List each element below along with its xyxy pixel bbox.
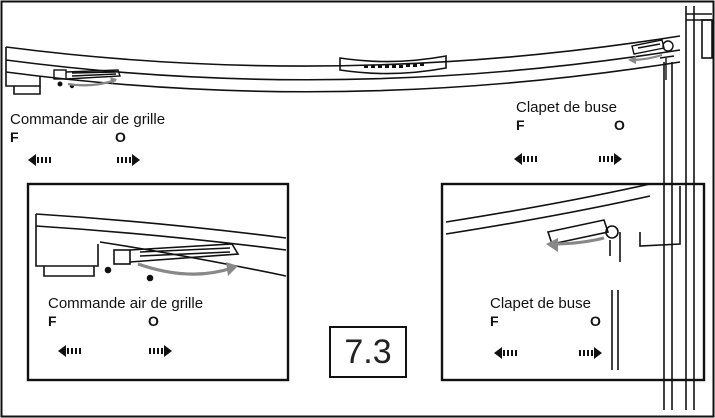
top-left-f-label: F xyxy=(10,129,19,145)
close-arrow-icon xyxy=(28,154,51,166)
inset-right-f-label: F xyxy=(490,313,499,329)
grille-slots xyxy=(364,63,424,68)
open-arrow-icon xyxy=(579,347,602,359)
close-arrow-icon xyxy=(514,153,537,165)
inset-left-drawing xyxy=(35,213,287,282)
step-number-box: 7.3 xyxy=(329,326,407,378)
inset-left-o-label: O xyxy=(148,313,159,329)
overview-rail xyxy=(5,6,713,410)
close-arrow-icon xyxy=(494,347,517,359)
overview-left-lever xyxy=(53,69,121,89)
top-right-title: Clapet de buse xyxy=(516,99,617,116)
step-number: 7.3 xyxy=(344,332,392,371)
top-left-title: Commande air de grille xyxy=(10,111,166,128)
close-arrow-icon xyxy=(58,345,81,357)
inset-left-motion-arrow xyxy=(137,262,233,276)
inset-right-title: Clapet de buse xyxy=(490,295,591,312)
top-left-o-label: O xyxy=(115,129,126,145)
inset-right-drawing xyxy=(445,183,681,370)
top-right-o-label: O xyxy=(614,117,625,133)
open-arrow-icon xyxy=(599,153,622,165)
overview-right-damper xyxy=(631,39,675,80)
inset-left-title: Commande air de grille xyxy=(48,295,204,312)
open-arrow-icon xyxy=(149,345,172,357)
top-right-f-label: F xyxy=(516,117,525,133)
inset-left-f-label: F xyxy=(48,313,57,329)
open-arrow-icon xyxy=(117,154,140,166)
inset-right-o-label: O xyxy=(590,313,601,329)
